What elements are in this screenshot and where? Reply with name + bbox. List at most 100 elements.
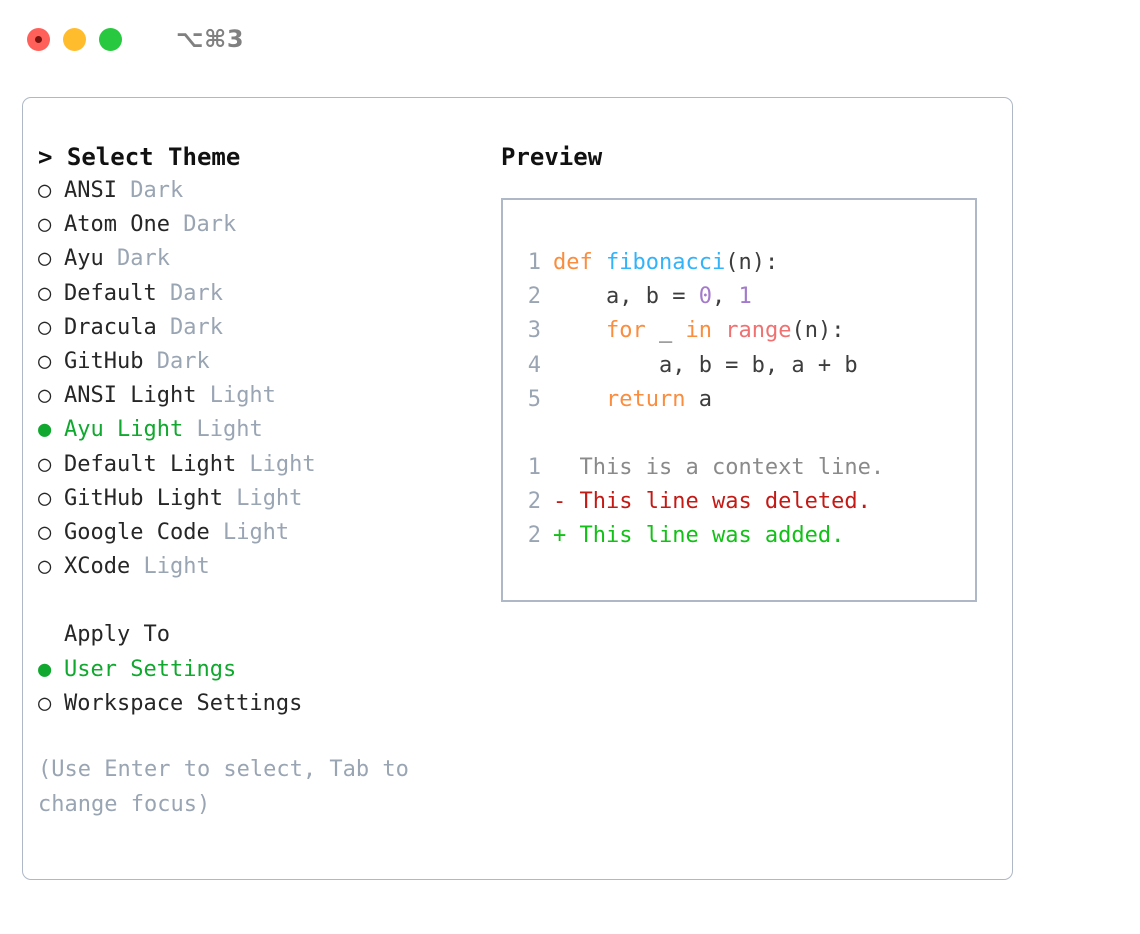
theme-option[interactable]: ○Ayu Dark xyxy=(38,242,488,276)
theme-option-variant: Dark xyxy=(116,178,184,203)
radio-unselected-icon: ○ xyxy=(38,246,52,272)
keyboard-shortcut-label: ⌥⌘3 xyxy=(176,25,245,53)
theme-option[interactable]: ○Dracula Dark xyxy=(38,311,488,345)
diff-line: 1 This is a context line. xyxy=(519,451,975,485)
code-token: , xyxy=(711,284,739,310)
apply-to-heading: Apply To xyxy=(64,622,170,648)
apply-to-list[interactable]: ● User Settings ○ Workspace Settings xyxy=(38,653,488,721)
theme-option-variant: Light xyxy=(236,451,316,477)
theme-option-label: GitHub xyxy=(64,349,144,375)
theme-option-label: ANSI Light xyxy=(64,383,197,409)
radio-selected-icon: ● xyxy=(38,656,52,682)
theme-option-label: XCode xyxy=(64,554,131,580)
theme-option-label: Ayu Light xyxy=(64,417,184,443)
theme-option[interactable]: ○XCode Light xyxy=(38,550,488,584)
code-token: in xyxy=(685,318,726,344)
theme-option[interactable]: ○ Default Dark xyxy=(38,277,488,311)
theme-option[interactable]: ○Atom One Dark xyxy=(38,208,488,242)
code-token: for xyxy=(553,318,659,344)
theme-picker-column: > Select Theme ○ANSI Dark○Atom One Dark○… xyxy=(38,140,488,822)
theme-option-variant: Light xyxy=(222,485,303,511)
radio-unselected-icon: ○ xyxy=(38,520,52,546)
line-number: 1 xyxy=(527,250,541,275)
diff-text: This line was added. xyxy=(579,523,845,549)
theme-option-variant: Dark xyxy=(156,280,223,306)
theme-option[interactable]: ●Ayu Light Light xyxy=(38,413,488,447)
line-number: 1 xyxy=(527,455,541,481)
theme-option-label: Default xyxy=(64,280,157,306)
code-token: (n): xyxy=(725,250,779,275)
radio-unselected-icon: ○ xyxy=(38,178,52,203)
theme-option-label: Google Code xyxy=(64,520,210,546)
theme-list[interactable]: ○ANSI Dark○Atom One Dark○Ayu Dark○Defaul… xyxy=(38,174,488,584)
theme-option[interactable]: ○ ANSI Light Light xyxy=(38,379,488,413)
apply-to-option[interactable]: ○ Workspace Settings xyxy=(38,687,488,721)
theme-option[interactable]: ○ Google Code Light xyxy=(38,516,488,550)
code-line: 2 a, b = 0, 1 xyxy=(519,280,975,314)
radio-unselected-icon: ○ xyxy=(38,451,52,477)
apply-to-option-label: User Settings xyxy=(64,656,237,682)
diff-text: This line was deleted. xyxy=(579,489,871,515)
select-theme-heading: > Select Theme xyxy=(38,143,241,171)
radio-unselected-icon: ○ xyxy=(38,314,52,340)
line-number: 2 xyxy=(527,284,541,310)
preview-title: Preview xyxy=(501,143,603,171)
line-number: 3 xyxy=(527,318,541,344)
code-token: a, b = b, a + b xyxy=(553,352,858,378)
code-line: 3 for _ in range(n): xyxy=(519,314,975,348)
minimize-button-icon[interactable] xyxy=(63,27,86,51)
diff-text: This is a context line. xyxy=(579,455,885,481)
theme-option-variant: Light xyxy=(209,520,290,546)
theme-option-variant: Dark xyxy=(143,349,210,375)
code-token: fibonacci xyxy=(605,250,726,275)
radio-unselected-icon: ○ xyxy=(38,485,52,511)
theme-option-label: Ayu xyxy=(64,246,104,272)
code-line: 5 return a xyxy=(519,383,975,417)
list-spacer xyxy=(38,584,488,618)
theme-option-variant: Light xyxy=(130,554,210,580)
line-number: 2 xyxy=(527,489,541,515)
theme-option-variant: Light xyxy=(196,383,276,409)
line-number: 4 xyxy=(527,352,541,378)
radio-unselected-icon: ○ xyxy=(38,349,52,375)
window-controls xyxy=(27,27,122,51)
code-token: 0 xyxy=(698,284,712,310)
diff-sample: 1 This is a context line.2- This line wa… xyxy=(519,451,975,554)
code-line: 1 def fibonacci(n): xyxy=(519,246,975,280)
diff-line: 2+ This line was added. xyxy=(519,519,975,553)
diff-sign xyxy=(553,455,580,480)
maximize-button-icon[interactable] xyxy=(99,27,122,51)
theme-option[interactable]: ○ GitHub Dark xyxy=(38,345,488,379)
theme-option[interactable]: ○ GitHub Light Light xyxy=(38,482,488,516)
code-token: a xyxy=(698,386,712,412)
radio-unselected-icon: ○ xyxy=(38,280,52,306)
code-token: range xyxy=(725,318,792,344)
diff-line: 2- This line was deleted. xyxy=(519,485,975,519)
theme-option-label: ANSI xyxy=(64,178,117,203)
apply-to-option[interactable]: ● User Settings xyxy=(38,653,488,687)
line-number: 2 xyxy=(527,523,541,549)
radio-selected-icon: ● xyxy=(38,417,52,443)
theme-option-label: Dracula xyxy=(64,314,157,340)
radio-unselected-icon: ○ xyxy=(38,383,52,409)
code-line: 4 a, b = b, a + b xyxy=(519,349,975,383)
theme-option[interactable]: ○ ANSI Dark xyxy=(38,174,488,208)
line-number: 5 xyxy=(527,386,541,412)
title-bar: ⌥⌘3 xyxy=(0,0,1140,78)
close-button-icon[interactable] xyxy=(27,27,50,51)
apply-to-option-label: Workspace Settings xyxy=(64,690,303,716)
radio-unselected-icon: ○ xyxy=(38,690,52,716)
theme-option-variant: Dark xyxy=(169,212,237,238)
theme-option-label: GitHub Light xyxy=(64,485,223,511)
theme-option-label: Atom One xyxy=(64,212,170,238)
theme-option[interactable]: ○Default Light Light xyxy=(38,448,488,482)
code-diff-separator xyxy=(519,417,975,451)
code-token: def xyxy=(553,250,606,275)
code-token: 1 xyxy=(738,284,752,310)
code-token: return xyxy=(553,386,699,412)
code-token: _ xyxy=(658,318,686,344)
code-token: a, b = xyxy=(553,284,699,310)
